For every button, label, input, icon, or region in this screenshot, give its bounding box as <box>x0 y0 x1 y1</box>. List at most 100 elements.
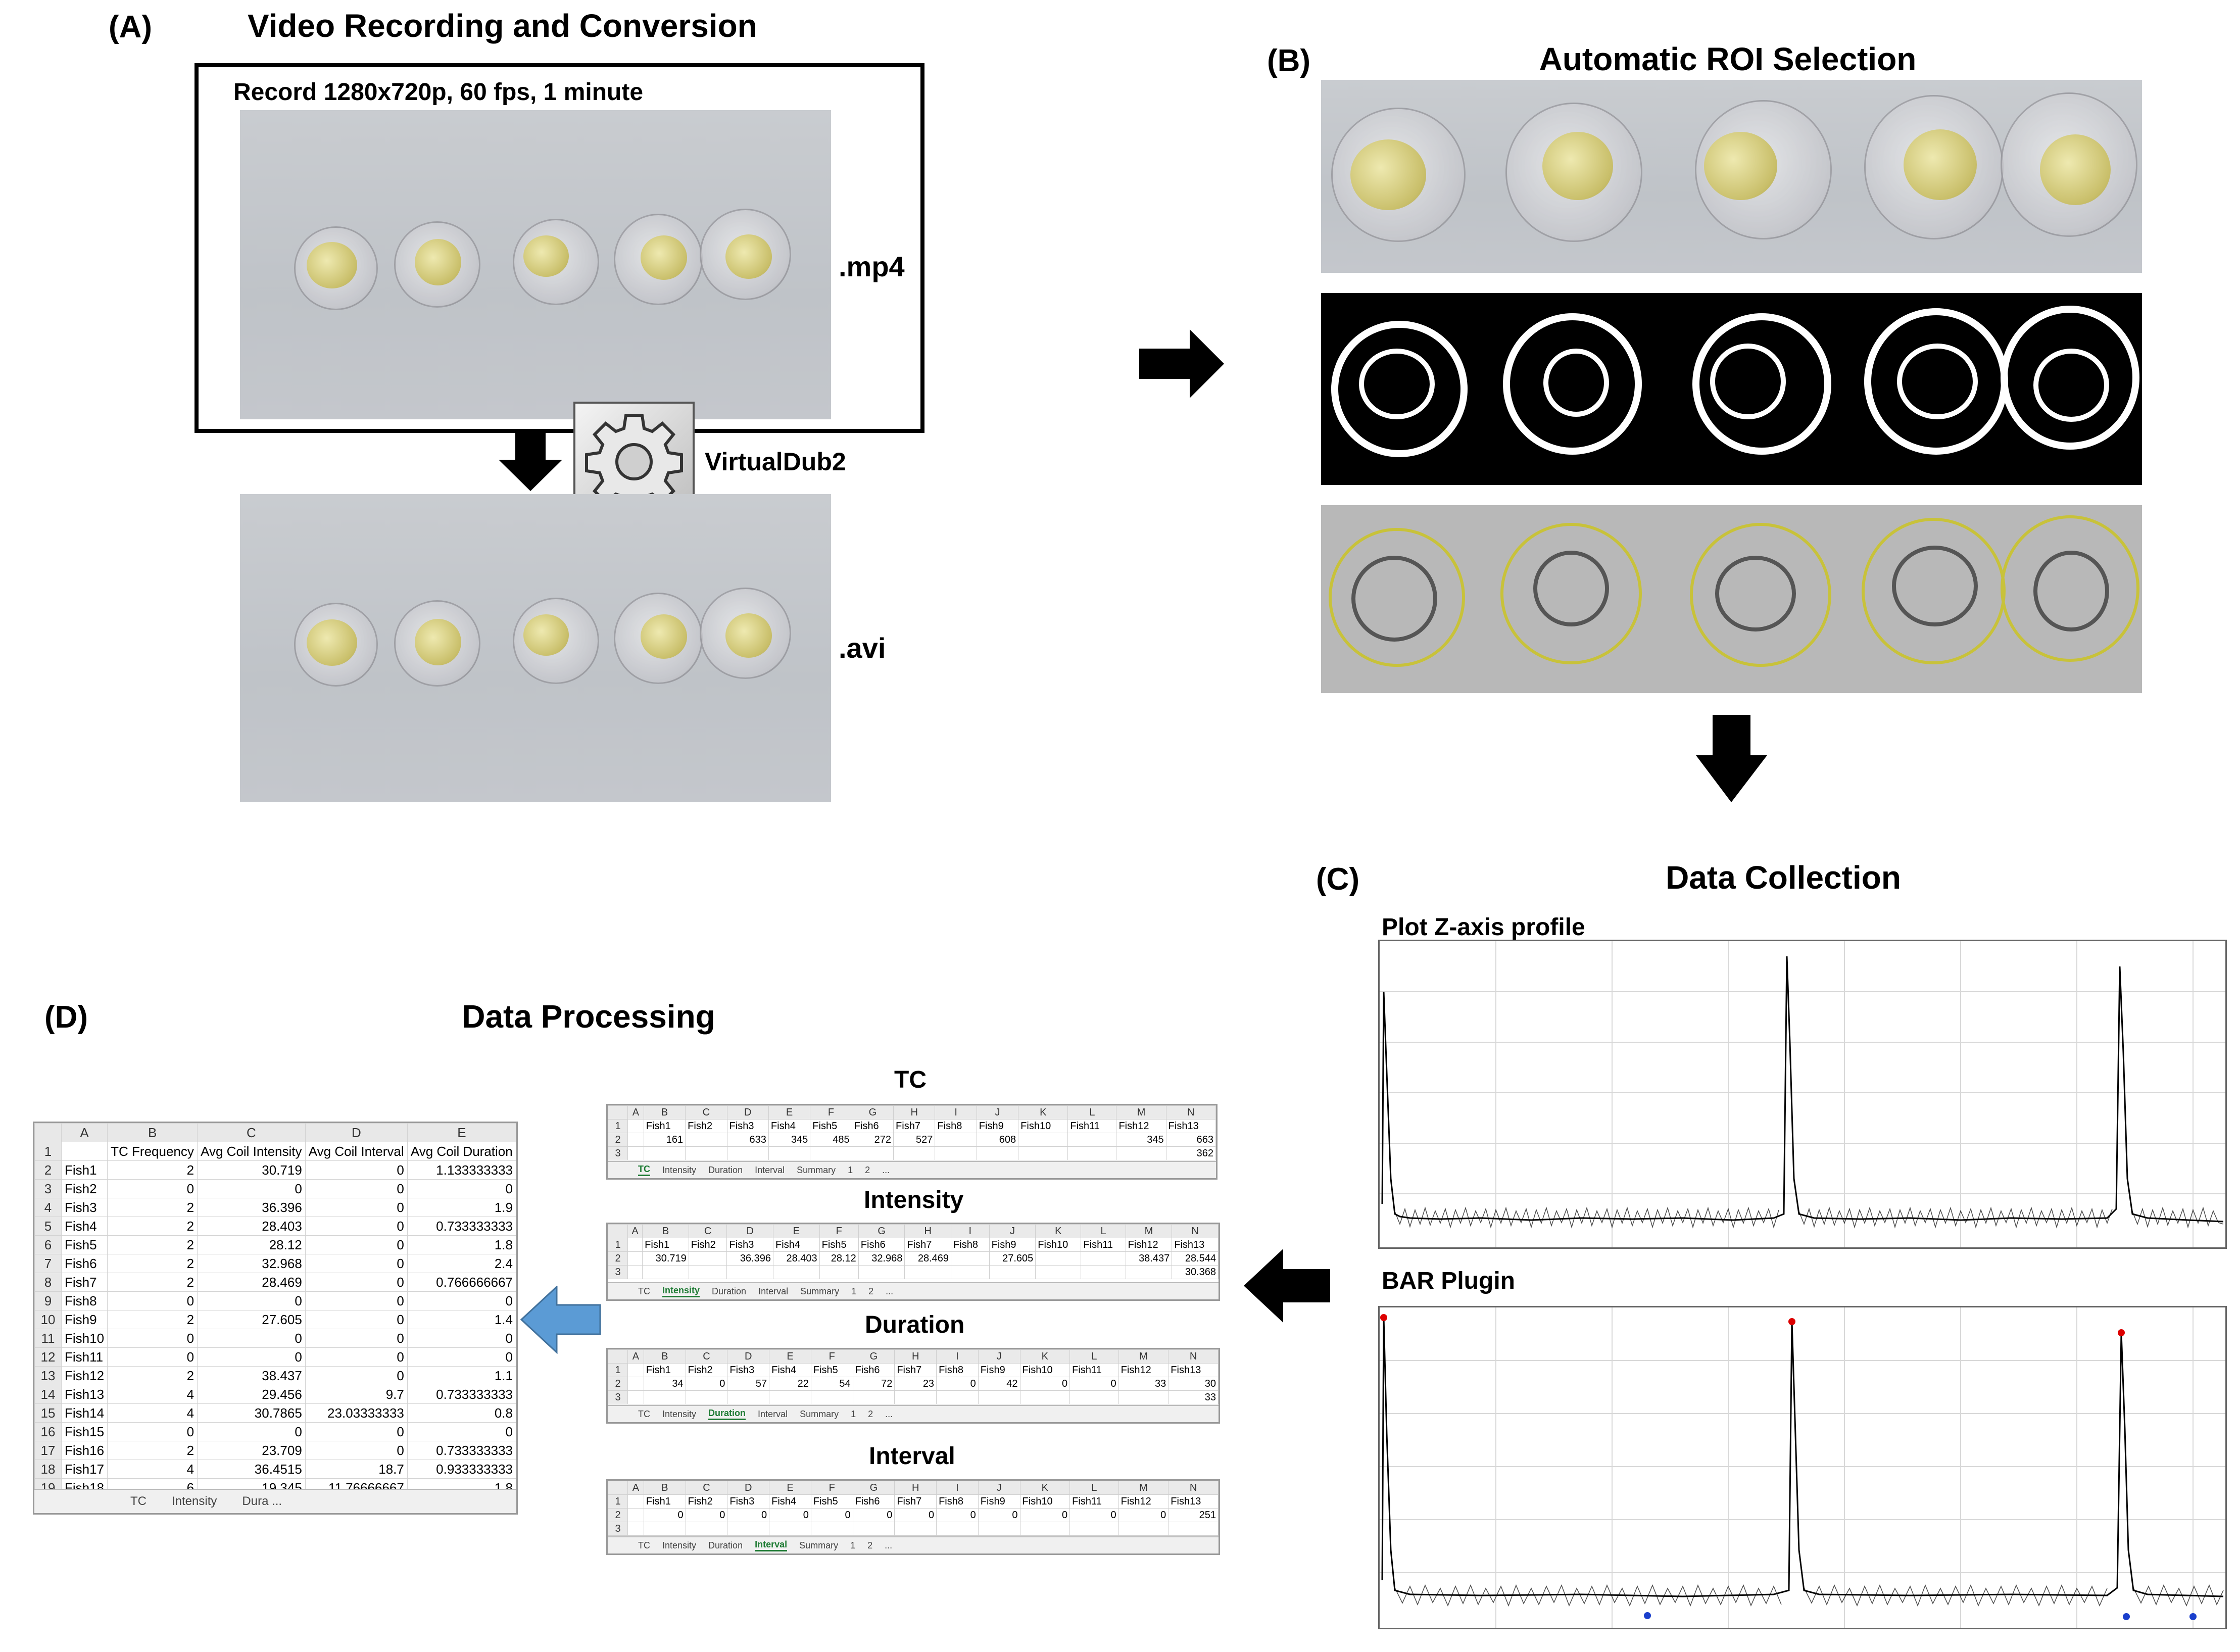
sheet-cell[interactable]: Fish9 <box>978 1494 1020 1509</box>
sheet-cell[interactable]: 0 <box>305 1179 408 1198</box>
sheet-cell[interactable]: 28.12 <box>197 1235 306 1254</box>
sheet-cell[interactable] <box>951 1265 990 1279</box>
sheet-cell[interactable] <box>904 1265 952 1279</box>
column-letter[interactable]: J <box>978 1349 1020 1364</box>
sheet-cell[interactable]: 0 <box>305 1422 408 1441</box>
sheet-cell[interactable]: 0 <box>197 1291 306 1310</box>
sheet-cell[interactable]: Fish13 <box>1168 1494 1219 1509</box>
sheet-cell[interactable]: Fish6 <box>858 1238 905 1252</box>
sheet-cell[interactable]: 0 <box>305 1235 408 1254</box>
sheet-cell[interactable] <box>1168 1522 1219 1536</box>
sheet-cell[interactable] <box>643 1146 686 1160</box>
column-letter[interactable]: D <box>727 1349 770 1364</box>
sheet-cell[interactable]: 30.7865 <box>197 1403 306 1423</box>
sheet-cell[interactable] <box>1067 1133 1117 1147</box>
sheet-cell[interactable]: 1.4 <box>407 1310 516 1329</box>
sheet-cell[interactable]: 0.733333333 <box>407 1385 516 1404</box>
sheet-cell[interactable]: Fish4 <box>769 1363 811 1377</box>
sheet-cell[interactable]: Fish1 <box>61 1160 108 1180</box>
sheet-cell[interactable] <box>989 1265 1036 1279</box>
sheet-cell[interactable]: 0 <box>305 1217 408 1236</box>
sheet-cell[interactable]: Fish11 <box>1081 1238 1126 1252</box>
sheet-cell[interactable] <box>852 1522 895 1536</box>
column-letter[interactable]: B <box>107 1123 198 1142</box>
sheet-cell[interactable]: 4 <box>107 1385 198 1404</box>
sheet-cell[interactable]: 2 <box>107 1366 198 1385</box>
sheet-cell[interactable]: 0 <box>936 1377 979 1391</box>
sheet-cell[interactable]: Fish14 <box>61 1403 108 1423</box>
sheet-cell[interactable]: 29.456 <box>197 1385 306 1404</box>
sheet-cell[interactable]: Fish12 <box>1125 1238 1173 1252</box>
sheet-cell[interactable]: Fish3 <box>726 1119 769 1133</box>
column-letter[interactable]: D <box>726 1105 769 1120</box>
sheet-tab[interactable]: Summary <box>799 1540 839 1550</box>
column-letter[interactable]: G <box>851 1105 894 1120</box>
sheet-cell[interactable]: 30.719 <box>642 1251 689 1266</box>
sheet-cell[interactable]: 0 <box>769 1508 811 1522</box>
sheet-cell[interactable] <box>1069 1390 1119 1404</box>
column-letter[interactable]: F <box>810 1105 852 1120</box>
column-letter[interactable]: J <box>976 1105 1019 1120</box>
sheet-cell[interactable] <box>627 1119 644 1133</box>
sheet-cell[interactable] <box>688 1251 727 1266</box>
sheet-tab[interactable]: TC <box>130 1494 147 1508</box>
sheet-cell[interactable]: 28.469 <box>197 1273 306 1292</box>
column-letter[interactable]: B <box>642 1224 689 1238</box>
sheet-cell[interactable]: 0 <box>978 1508 1020 1522</box>
column-letter[interactable]: M <box>1125 1224 1173 1238</box>
column-letter[interactable]: I <box>936 1481 979 1495</box>
sheet-cell[interactable]: Fish9 <box>989 1238 1036 1252</box>
sheet-tab[interactable]: TC <box>638 1286 650 1296</box>
sheet-cell[interactable]: 0 <box>305 1310 408 1329</box>
sheet-cell[interactable]: 32.968 <box>197 1254 306 1273</box>
sheet-cell[interactable]: 30.368 <box>1172 1265 1219 1279</box>
column-letter[interactable]: D <box>726 1224 774 1238</box>
sheet-cell[interactable] <box>951 1251 990 1266</box>
sheet-cell[interactable]: 0 <box>685 1377 728 1391</box>
sheet-cell[interactable]: 161 <box>643 1133 686 1147</box>
sheet-cell[interactable]: Fish13 <box>1168 1363 1219 1377</box>
sheet-cell[interactable]: 0 <box>643 1508 686 1522</box>
sheet-cell[interactable] <box>851 1146 894 1160</box>
sheet-cell[interactable] <box>1069 1522 1119 1536</box>
sheet-cell[interactable]: Fish2 <box>688 1238 727 1252</box>
sheet-cell[interactable]: 18.7 <box>305 1460 408 1479</box>
sheet-cell[interactable]: 72 <box>852 1377 895 1391</box>
sheet-cell[interactable]: 36.396 <box>726 1251 774 1266</box>
sheet-cell[interactable]: Fish13 <box>1165 1119 1216 1133</box>
sheet-tab[interactable]: ... <box>882 1164 890 1175</box>
column-letter[interactable]: E <box>769 1481 811 1495</box>
sheet-cell[interactable]: 1.1 <box>407 1366 516 1385</box>
sheet-cell[interactable]: Fish7 <box>893 1119 936 1133</box>
sheet-cell[interactable] <box>685 1522 728 1536</box>
sheet-cell[interactable] <box>936 1522 979 1536</box>
sheet-tab[interactable]: Intensity <box>662 1540 697 1550</box>
sheet-cell[interactable]: Fish7 <box>894 1494 937 1509</box>
sheet-cell[interactable]: 23.03333333 <box>305 1403 408 1423</box>
sheet-cell[interactable] <box>726 1146 769 1160</box>
sheet-cell[interactable]: 27.605 <box>197 1310 306 1329</box>
sheet-cell[interactable]: Fish5 <box>819 1238 859 1252</box>
sheet-cell[interactable]: Fish8 <box>936 1363 979 1377</box>
sheet-cell[interactable]: 34 <box>643 1377 686 1391</box>
sheet-cell[interactable]: Fish11 <box>61 1347 108 1367</box>
sheet-cell[interactable]: 54 <box>810 1377 853 1391</box>
sheet-cell[interactable]: Fish10 <box>1019 1494 1070 1509</box>
sheet-cell[interactable]: 22 <box>769 1377 811 1391</box>
sheet-cell[interactable]: 608 <box>976 1133 1019 1147</box>
sheet-cell[interactable]: 0.766666667 <box>407 1273 516 1292</box>
sheet-cell[interactable]: Fish12 <box>61 1366 108 1385</box>
header-cell[interactable]: Avg Coil Duration <box>407 1142 516 1161</box>
sheet-cell[interactable]: 1.133333333 <box>407 1160 516 1180</box>
sheet-cell[interactable] <box>627 1508 644 1522</box>
sheet-cell[interactable] <box>810 1522 853 1536</box>
sheet-cell[interactable]: Fish3 <box>726 1238 774 1252</box>
sheet-cell[interactable]: 38.437 <box>1125 1251 1173 1266</box>
sheet-cell[interactable] <box>852 1390 895 1404</box>
sheet-cell[interactable] <box>627 1251 643 1266</box>
sheet-cell[interactable] <box>935 1146 977 1160</box>
column-letter[interactable]: G <box>858 1224 905 1238</box>
sheet-cell[interactable]: 9.7 <box>305 1385 408 1404</box>
sheet-cell[interactable] <box>643 1522 686 1536</box>
sheet-cell[interactable]: 0 <box>107 1179 198 1198</box>
